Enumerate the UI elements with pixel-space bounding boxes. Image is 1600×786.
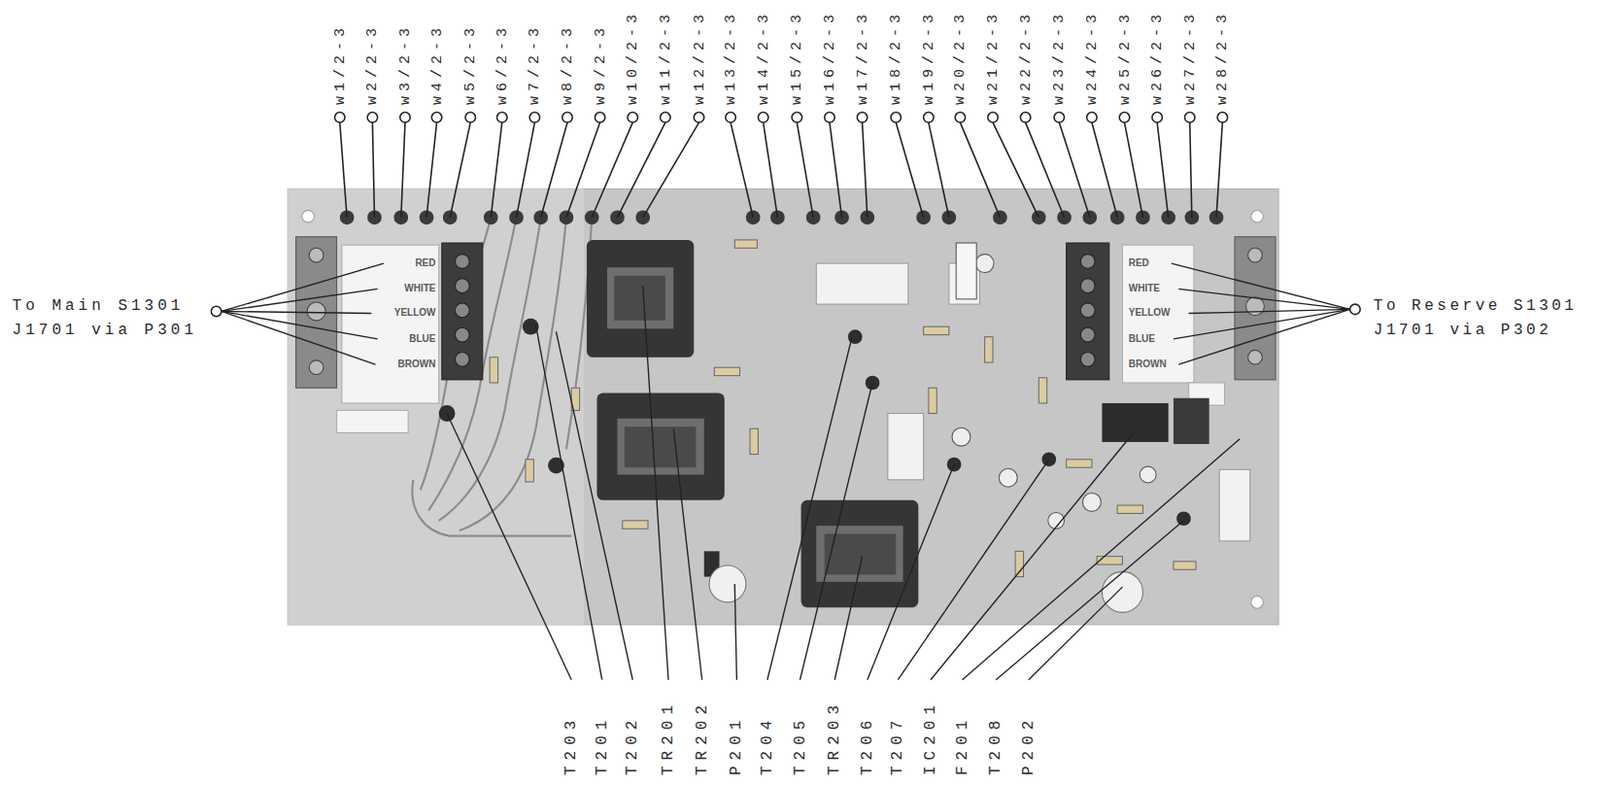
wire-label: w4/2-3: [428, 23, 445, 105]
wire-strip: [1122, 244, 1194, 383]
component-callout: T201: [593, 714, 611, 776]
component-callout: TR203: [826, 699, 844, 776]
ic-package: [1101, 403, 1168, 443]
board-region: [287, 188, 584, 625]
wire-label: w24/2-3: [1083, 9, 1100, 105]
wire-label: w15/2-3: [788, 9, 806, 105]
wire-color-label: WHITE: [1128, 282, 1160, 295]
wire-label: w27/2-3: [1181, 9, 1198, 105]
component-callout: IC201: [921, 699, 939, 776]
leader-line: [221, 263, 1351, 365]
wire-strip: [341, 244, 440, 404]
connection-note: To Main S1301 J1701 via P301: [12, 294, 207, 343]
wire-label: w28/2-3: [1214, 9, 1231, 105]
circuit-board: [287, 188, 1279, 625]
component-callout: T204: [758, 714, 776, 776]
terminal-block: [1066, 242, 1110, 380]
potentiometer: [709, 565, 747, 603]
component-callout: TR201: [660, 699, 678, 776]
resistor: [489, 239, 1196, 578]
mounting-hole: [1251, 596, 1264, 610]
wire-color-label: RED: [1128, 257, 1150, 270]
leader-terminal: [210, 112, 1361, 317]
capacitor: [952, 242, 1157, 529]
connection-note: To Reserve S1301 J1701 via P302: [1373, 294, 1584, 343]
component-callout: T202: [624, 714, 642, 776]
potentiometer: [1101, 571, 1143, 613]
component-callout: F201: [953, 714, 971, 776]
screw-block: [1234, 237, 1276, 380]
component-callout: T205: [791, 714, 809, 776]
wire-color-label: BROWN: [1128, 358, 1167, 371]
wire-label: w12/2-3: [690, 9, 708, 105]
wire-label: w13/2-3: [722, 9, 740, 105]
wire-color-label: BLUE: [1128, 333, 1156, 345]
wire-label: w3/2-3: [397, 23, 414, 105]
wire-label: w1/2-3: [331, 23, 348, 105]
wire-label: w17/2-3: [853, 9, 871, 105]
wire-label: w5/2-3: [462, 23, 479, 105]
wire-label: w21/2-3: [985, 9, 1002, 105]
component-callout: P201: [728, 714, 746, 776]
terminal-block: [442, 242, 483, 380]
wire-label: w19/2-3: [919, 9, 937, 105]
transformer: [586, 239, 919, 608]
wire-color-label: WHITE: [404, 282, 436, 295]
wire-label: w26/2-3: [1149, 9, 1166, 105]
leader-line: [446, 285, 1240, 681]
solder-pad: [340, 209, 1225, 225]
wire-color-label: YELLOW: [394, 306, 437, 319]
wire-label: w18/2-3: [887, 9, 905, 105]
wire-label: w9/2-3: [591, 23, 609, 105]
component-callout: T207: [889, 714, 907, 776]
leader-line: [340, 122, 1224, 218]
wire-label: w20/2-3: [952, 9, 969, 105]
wire-label: w16/2-3: [820, 9, 838, 105]
wire-label: w8/2-3: [559, 23, 577, 105]
wire-label: w7/2-3: [526, 23, 544, 105]
wire-label: w11/2-3: [656, 9, 674, 105]
component-callout: TR202: [693, 699, 711, 776]
wire-label: w25/2-3: [1116, 9, 1133, 105]
mounting-hole: [1251, 209, 1264, 223]
wire-label: w6/2-3: [493, 23, 511, 105]
wire-color-label: RED: [414, 257, 436, 270]
component-callout: T203: [563, 714, 580, 776]
wire-color-label: BROWN: [398, 358, 437, 371]
component-callout: T206: [858, 714, 876, 776]
relay: [816, 263, 909, 305]
wire-label: w22/2-3: [1017, 9, 1034, 105]
wire-label: w2/2-3: [364, 23, 381, 105]
wire-color-label: BLUE: [408, 333, 436, 345]
wire-label: w14/2-3: [754, 9, 772, 105]
wire-label: w23/2-3: [1051, 9, 1068, 105]
component-callout: T208: [987, 714, 1005, 776]
mounting-hole: [302, 209, 315, 223]
wire-label: w10/2-3: [624, 9, 642, 105]
wire-color-label: YELLOW: [1128, 306, 1171, 319]
component-callout: P202: [1020, 714, 1037, 776]
transistor: [439, 318, 1192, 578]
